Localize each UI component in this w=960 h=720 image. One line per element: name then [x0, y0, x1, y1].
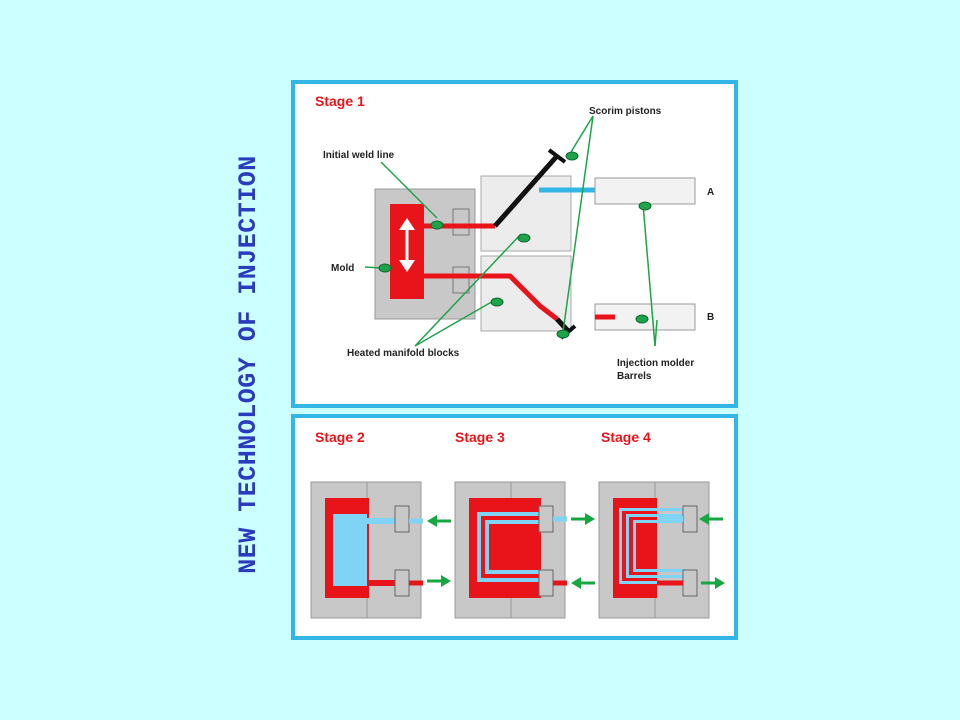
stage2-arrow-top-icon	[427, 515, 451, 527]
stage3-mold	[454, 481, 567, 619]
barrel-a-label: A	[707, 187, 714, 198]
barrels-label: Barrels	[617, 371, 652, 382]
stages-panel: Stage 2 Stage 3 Stage 4	[291, 414, 738, 640]
barrel-b-label: B	[707, 312, 714, 323]
piston-rod-top	[493, 154, 559, 228]
stage4-mold	[598, 481, 710, 619]
stage3-arrow-bottom-icon	[571, 577, 595, 589]
pointer-lines	[364, 115, 658, 347]
melt-channel-bottom	[424, 273, 559, 321]
stages-diagram: Stage 2 Stage 3 Stage 4	[310, 429, 725, 619]
side-title: NEW TECHNOLOGY OF INJECTION	[228, 80, 268, 648]
initial-weld-line-label: Initial weld line	[323, 150, 395, 161]
heated-manifold-blocks-label: Heated manifold blocks	[347, 348, 460, 359]
stage3-arrow-top-icon	[571, 513, 595, 525]
stage4-arrow-top-icon	[699, 513, 723, 525]
double-arrow-icon	[399, 218, 415, 272]
injection-molder-label: Injection molder	[617, 358, 694, 369]
piston-cap-top	[547, 148, 567, 164]
stage1-title: Stage 1	[315, 93, 365, 109]
stage1-panel: Stage 1 A B	[291, 80, 738, 408]
barrel-a	[594, 177, 696, 205]
scorim-pistons-label: Scorim pistons	[589, 106, 662, 117]
side-title-text: NEW TECHNOLOGY OF INJECTION	[233, 154, 263, 574]
stage2-title: Stage 2	[315, 429, 365, 445]
stage3-title: Stage 3	[455, 429, 505, 445]
pointer-dots	[378, 151, 652, 339]
stage4-arrow-bottom-icon	[701, 577, 725, 589]
stage4-title: Stage 4	[601, 429, 651, 445]
gate-box-top	[452, 208, 470, 236]
gate-box-bottom	[452, 266, 470, 294]
piston-rod-bottom	[555, 317, 571, 334]
stage2-mold	[310, 481, 423, 619]
mold-label: Mold	[331, 263, 354, 274]
stage1-diagram: Stage 1 A B	[315, 93, 714, 382]
stage2-arrow-bottom-icon	[427, 575, 451, 587]
